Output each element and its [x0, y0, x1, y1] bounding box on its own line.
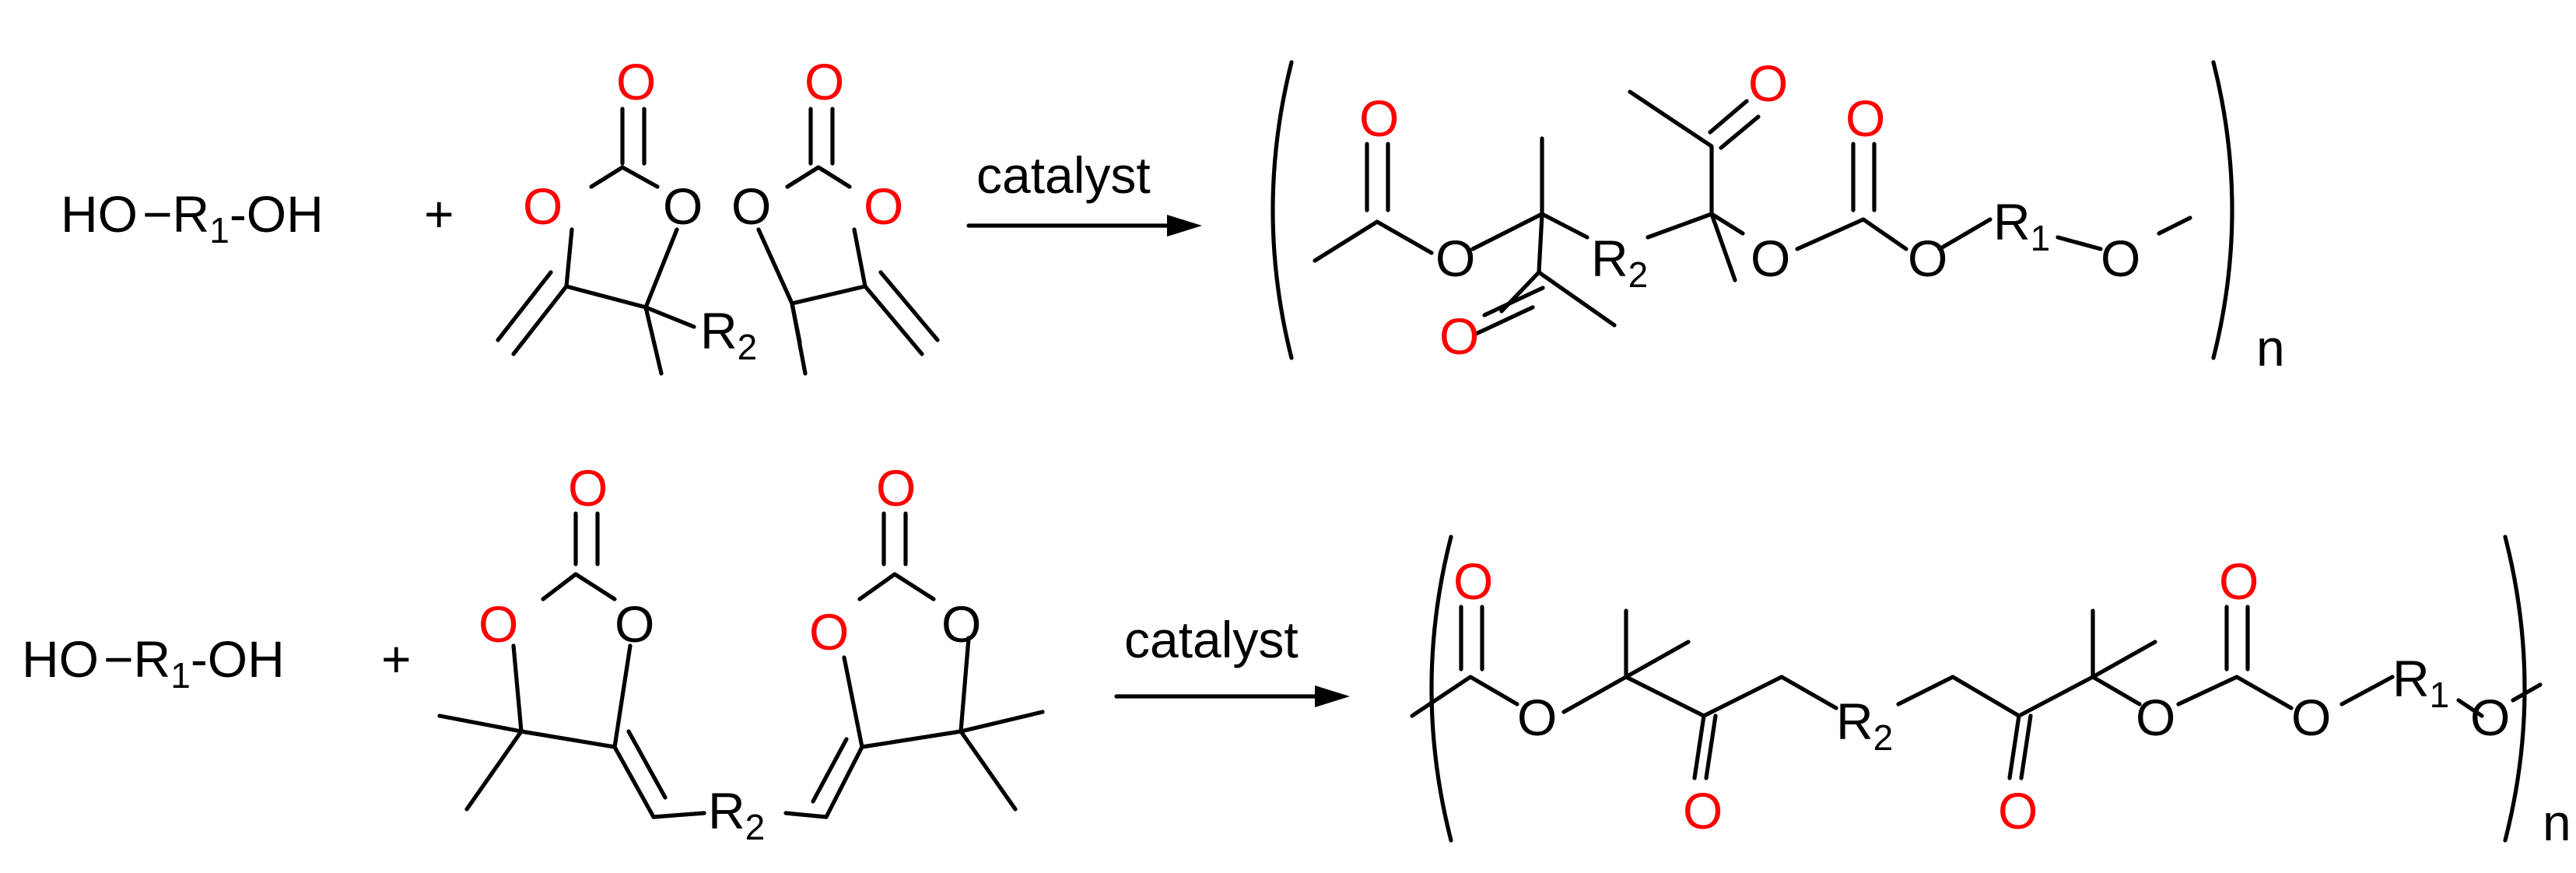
carbonyl-oxygen: O — [568, 459, 608, 517]
ester-oxygen: O — [2101, 230, 2140, 287]
r2-group: R2 — [700, 302, 757, 367]
ketone-oxygen: O — [1683, 782, 1723, 840]
diol-bond: − — [142, 185, 173, 243]
r2-group: R2 — [708, 782, 765, 847]
carbonyl-oxygen: O — [1453, 552, 1493, 610]
ester-oxygen: O — [1751, 230, 1790, 287]
arrowhead-2 — [1315, 685, 1350, 707]
plus-sign-1: + — [424, 185, 454, 243]
ketone-oxygen: O — [1748, 54, 1788, 112]
left-bracket — [1270, 60, 1294, 360]
plus-sign-2: + — [381, 630, 412, 688]
ketone-oxygen: O — [1998, 782, 2038, 840]
reaction-arrow-2: catalyst — [1114, 611, 1350, 707]
ester-oxygen: O — [2136, 689, 2175, 746]
ring-oxygen: O — [478, 595, 518, 653]
ring-oxygen: O — [731, 177, 771, 235]
monomer-2: O O O O O O R2 — [437, 459, 1045, 847]
ring-oxygen: O — [864, 177, 903, 235]
carbonyl-oxygen: O — [616, 53, 656, 110]
reaction-1: HO−R1-OH + O O O O O O R2 — [61, 53, 2285, 377]
ring-oxygen: O — [941, 595, 981, 653]
monomer-1: O O O O O O R2 — [496, 53, 940, 376]
arrowhead-1 — [1167, 215, 1202, 237]
ketone-oxygen: O — [1439, 307, 1479, 365]
carbonyl-oxygen: O — [876, 459, 916, 517]
carbonyl-oxygen: O — [1359, 89, 1399, 147]
polymer-2: O O O R2 O O O O R1 O n — [1410, 535, 2571, 851]
r1-group: R1 — [2392, 650, 2449, 715]
carbonyl-oxygen: O — [804, 53, 844, 110]
reaction-2: HO−R1-OH + O O O O O O R2 — [22, 459, 2571, 851]
right-bracket — [2211, 60, 2234, 360]
left-bracket — [1429, 535, 1453, 843]
ring-oxygen: O — [523, 177, 563, 235]
reaction-arrow-1: catalyst — [966, 146, 1202, 237]
ring-oxygen: O — [809, 603, 849, 661]
r1-group: R1 — [1993, 193, 2050, 258]
carbonyl-oxygen: O — [1845, 89, 1885, 147]
right-bracket — [2503, 535, 2527, 843]
ester-oxygen: O — [2470, 689, 2510, 746]
ester-oxygen: O — [1908, 230, 1947, 287]
polymer-1: O O O R2 O O O O R1 O n — [1270, 54, 2285, 377]
repeat-n: n — [2256, 319, 2285, 377]
r2-group: R2 — [1591, 230, 1648, 295]
ring-oxygen: O — [615, 595, 654, 653]
carbonyl-oxygen: O — [2219, 552, 2259, 610]
ester-oxygen: O — [2291, 689, 2331, 746]
diol-2: HO−R1-OH — [22, 630, 285, 696]
ring-oxygen: O — [663, 177, 703, 235]
catalyst-label-1: catalyst — [976, 146, 1151, 204]
r2-group: R2 — [1836, 692, 1893, 758]
diol-bond: − — [103, 630, 134, 688]
repeat-n: n — [2543, 794, 2571, 851]
diol-1: HO−R1-OH — [61, 185, 324, 251]
ester-oxygen: O — [1517, 689, 1557, 746]
catalyst-label-2: catalyst — [1124, 611, 1299, 668]
ester-oxygen: O — [1435, 230, 1475, 287]
